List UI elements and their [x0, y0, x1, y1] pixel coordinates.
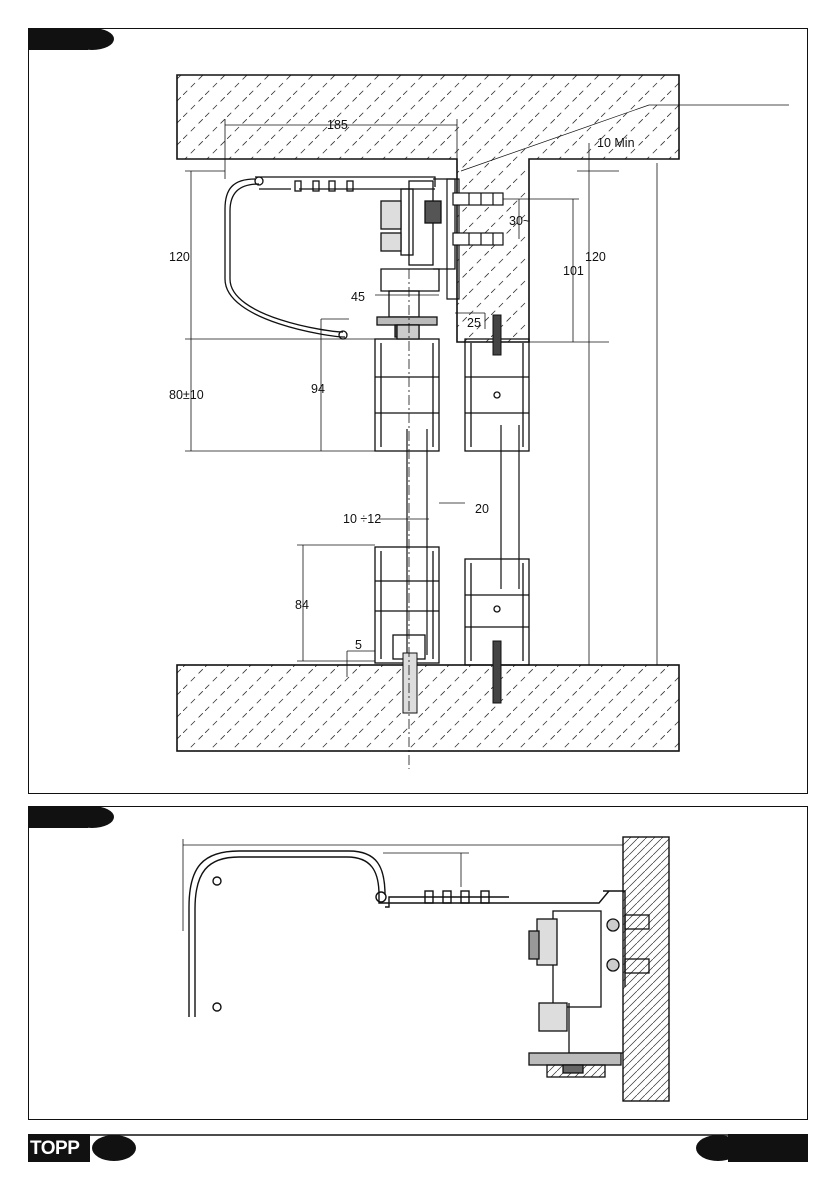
glass-panels: [407, 425, 519, 655]
wall: [623, 837, 669, 1101]
dim-10-12: 10 ÷12: [343, 512, 381, 526]
figure-tab-2: [28, 806, 118, 828]
dim-120-right: 120: [585, 250, 606, 264]
section-drawing: 185 10 Min 30~ 101 120 120 45 25 94 80±1…: [29, 29, 809, 795]
dim-185: 185: [327, 118, 348, 132]
roller-carriage: [377, 179, 455, 337]
figure-tab-1: [28, 28, 118, 50]
dim-20: 20: [475, 502, 489, 516]
dim-10-min: 10 Min: [597, 136, 635, 150]
floor-slab: [177, 665, 679, 751]
footer-bar: [28, 1134, 808, 1162]
dimension-lines: [185, 119, 657, 677]
dim-30: 30~: [509, 214, 530, 228]
dim-25: 25: [467, 316, 481, 330]
cross-section-drawing: [29, 807, 809, 1121]
dim-84: 84: [295, 598, 309, 612]
dim-5: 5: [355, 638, 362, 652]
dim-80: 80±10: [169, 388, 204, 402]
detail-panel-2: [28, 806, 808, 1120]
dim-101: 101: [563, 264, 584, 278]
dim-94: 94: [311, 382, 325, 396]
dim-120-left: 120: [169, 250, 190, 264]
dim-45: 45: [351, 290, 365, 304]
brand-logo: TOPP: [30, 1136, 86, 1162]
overall-dimension-line: [183, 839, 623, 931]
cover-profile: [189, 851, 625, 1017]
cover-profile: [225, 177, 435, 339]
detail-panel-1: 185 10 Min 30~ 101 120 120 45 25 94 80±1…: [28, 28, 808, 794]
